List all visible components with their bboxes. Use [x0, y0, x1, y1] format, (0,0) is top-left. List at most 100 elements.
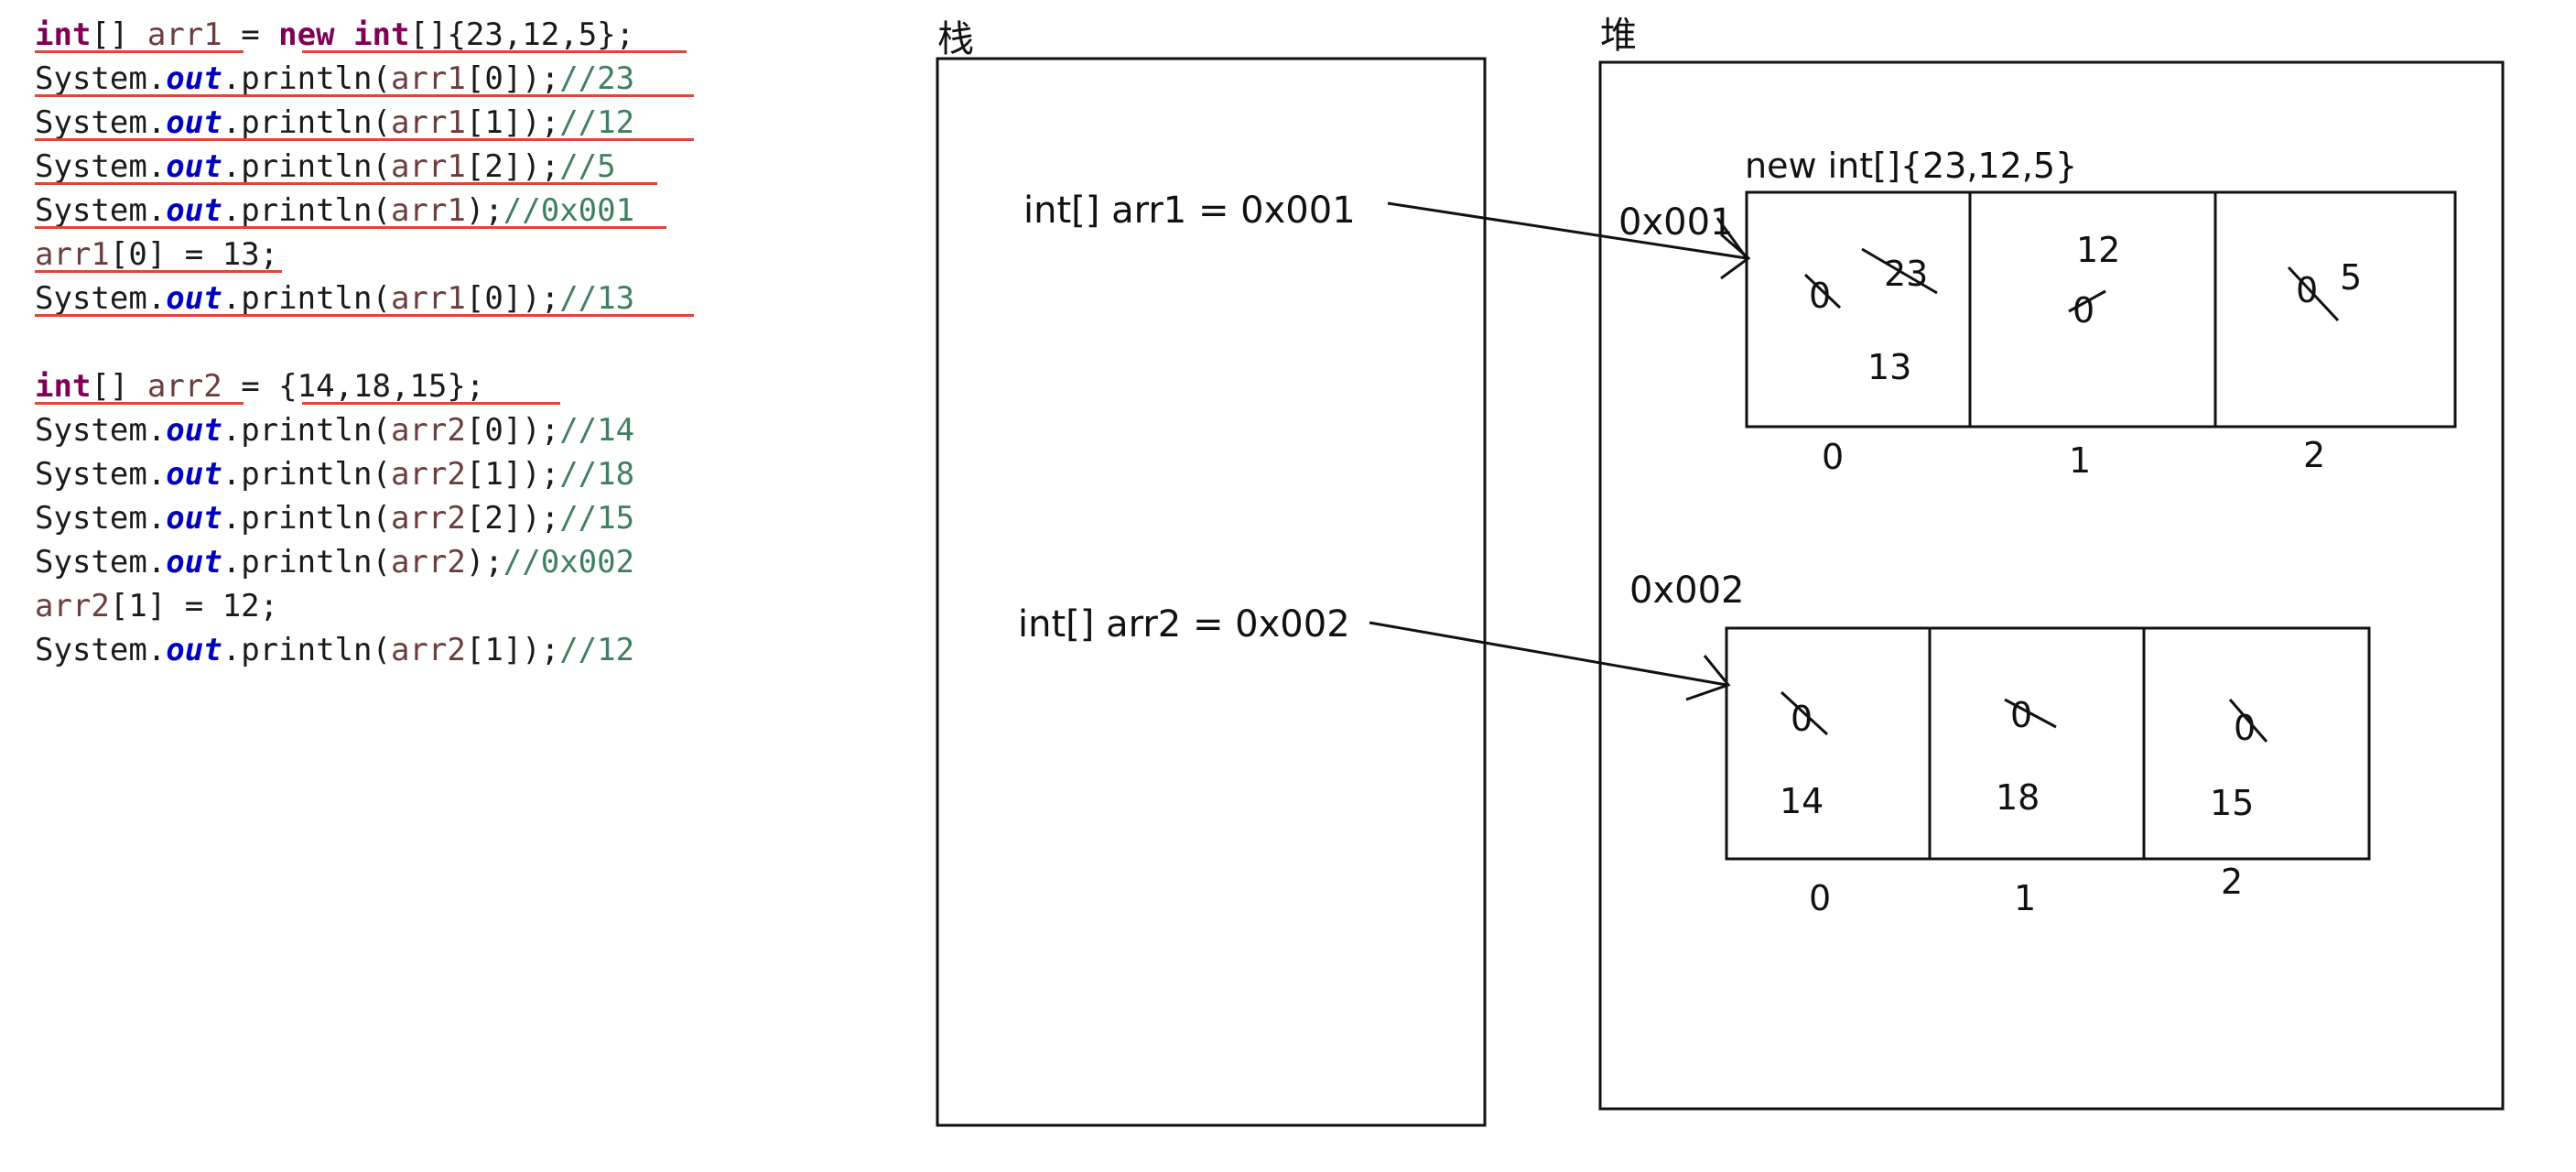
code-token: arr2: [390, 500, 466, 537]
array2-index-0: 0: [1809, 878, 1831, 918]
code-token: .println(: [222, 544, 391, 581]
array2-index-2: 2: [2221, 862, 2243, 902]
stack-var-arr1: int[] arr1 = 0x001: [1023, 190, 1356, 232]
code-token: arr1: [390, 148, 466, 185]
code-token: out: [166, 632, 222, 668]
code-token: .println(: [222, 104, 391, 141]
code-token: out: [166, 280, 222, 317]
code-token: .println(: [222, 500, 391, 537]
code-token: =: [222, 16, 279, 53]
code-token: []: [91, 368, 147, 405]
code-line: System.out.println(arr2[0]);//14: [35, 408, 634, 452]
code-token: .println(: [222, 192, 391, 229]
array2-address: 0x002: [1629, 570, 1744, 612]
code-line: System.out.println(arr2[2]);//15: [35, 496, 634, 540]
code-token: arr1: [390, 192, 466, 229]
code-token: []: [91, 16, 147, 53]
array2-cell0-value: 14: [1780, 781, 1824, 821]
code-token: arr1: [390, 280, 466, 317]
code-token: []{23,12,5};: [409, 16, 635, 53]
array1-cell1-old-0: 0: [2073, 290, 2094, 331]
code-token: [1]);: [465, 632, 560, 668]
code-token: [2]);: [465, 148, 560, 185]
code-token: System.: [35, 60, 167, 97]
code-token: arr1: [35, 236, 110, 273]
code-token: arr2: [35, 588, 110, 624]
code-token: System.: [35, 104, 167, 141]
code-line: System.out.println(arr2);//0x002: [35, 540, 634, 584]
code-line: arr1[0] = 13;: [35, 233, 634, 277]
code-token: arr2: [390, 456, 466, 493]
code-token: //13: [559, 280, 635, 317]
arr1-reference-arrow: [1387, 201, 1751, 280]
array2-box: [1725, 626, 2371, 861]
code-token: arr2: [390, 412, 466, 449]
code-token: [0] = 13;: [109, 236, 279, 273]
strike-mark: [2068, 289, 2106, 313]
code-token: .println(: [222, 148, 391, 185]
code-token: );: [465, 544, 503, 581]
code-token: //15: [559, 500, 635, 537]
code-token: //0x001: [503, 192, 635, 229]
code-token: new: [278, 16, 335, 53]
code-token: int: [35, 368, 92, 405]
code-panel: int[] arr1 = new int[]{23,12,5}; System.…: [35, 13, 694, 672]
array2-cell2-old-0: 0: [2234, 708, 2256, 748]
code-token: //18: [559, 456, 635, 493]
array2-cell1-old-0: 0: [2010, 695, 2032, 735]
code-token: System.: [35, 632, 167, 668]
stack-var-arr2: int[] arr2 = 0x002: [1018, 603, 1350, 646]
code-token: System.: [35, 544, 167, 581]
code-token: //5: [559, 148, 616, 185]
code-token: [1] = 12;: [109, 588, 279, 624]
code-token: System.: [35, 192, 167, 229]
code-token: System.: [35, 280, 167, 317]
code-line: System.out.println(arr1[2]);//5: [35, 145, 657, 189]
code-token: out: [166, 456, 222, 493]
code-token: .println(: [222, 280, 391, 317]
array2-cell2-value: 15: [2210, 783, 2254, 823]
code-token: .println(: [222, 632, 391, 668]
code-line: int[] arr2 = {14,18,15};: [35, 364, 634, 408]
code-token: arr2: [146, 368, 222, 405]
array1-address: 0x001: [1618, 201, 1733, 244]
code-token: .println(: [222, 456, 391, 493]
strike-mark: [1803, 273, 1842, 309]
heap-frame: [1598, 60, 2505, 1111]
code-token: //12: [559, 104, 635, 141]
stack-title: 栈: [937, 18, 974, 60]
code-line: System.out.println(arr1[0]);//13: [35, 277, 694, 320]
code-token: out: [166, 148, 222, 185]
code-token: //0x002: [503, 544, 635, 581]
array2-cell1-value: 18: [1996, 777, 2040, 818]
code-token: arr1: [390, 60, 466, 97]
array1-index-1: 1: [2069, 440, 2091, 481]
strike-mark: [1780, 690, 1829, 736]
code-token: arr2: [390, 632, 466, 668]
array1-index-2: 2: [2303, 435, 2325, 475]
strike-mark: [2004, 698, 2057, 729]
code-line: int[] arr1 = new int[]{23,12,5};: [35, 13, 687, 57]
array1-cell2-value: 5: [2340, 257, 2362, 298]
code-token: out: [166, 544, 222, 581]
code-token: int: [353, 16, 410, 53]
code-line: System.out.println(arr2[1]);//18: [35, 452, 634, 496]
code-token: //12: [559, 632, 635, 668]
array2-index-1: 1: [2014, 878, 2036, 918]
code-token: out: [166, 60, 222, 97]
code-token: [0]);: [465, 412, 560, 449]
code-token: //23: [559, 60, 635, 97]
array1-cell1-value: 12: [2076, 230, 2120, 270]
code-line: System.out.println(arr2[1]);//12: [35, 628, 634, 672]
array1-cell0-value: 13: [1867, 347, 1911, 387]
code-token: .println(: [222, 412, 391, 449]
strike-mark: [2228, 699, 2268, 743]
code-token: out: [166, 500, 222, 537]
code-token: .println(: [222, 60, 391, 97]
code-token: );: [465, 192, 503, 229]
code-token: out: [166, 104, 222, 141]
code-token: [0]);: [465, 280, 560, 317]
code-token: arr1: [390, 104, 466, 141]
code-token: [0]);: [465, 60, 560, 97]
